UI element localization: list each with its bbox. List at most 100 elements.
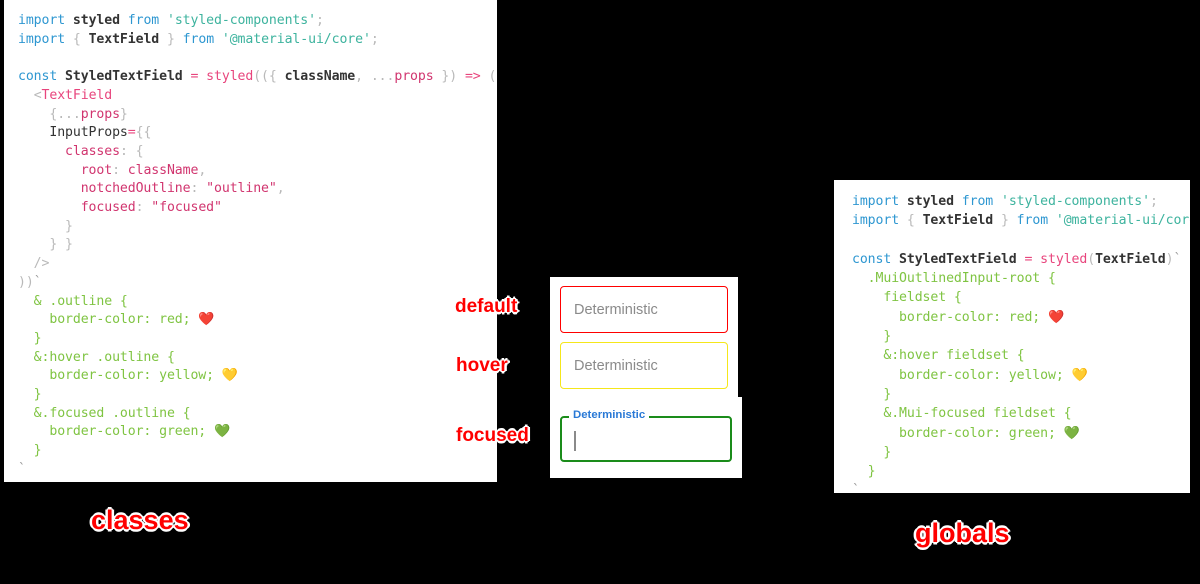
- textfield-default-text: Deterministic: [574, 301, 658, 318]
- code-line: border-color: red; ❤️: [852, 308, 1190, 327]
- code-token: "outline": [206, 181, 277, 197]
- code-token: TextField: [88, 31, 160, 47]
- code-token: }: [18, 330, 42, 346]
- code-token: =: [1024, 251, 1041, 267]
- code-line: }: [18, 330, 497, 349]
- code-line: <TextField: [18, 87, 497, 106]
- code-line: `: [18, 461, 497, 480]
- annotation-hover: hover: [456, 355, 508, 376]
- code-block-classes: import styled from 'styled-components';i…: [18, 12, 497, 482]
- code-token: border-color: green;: [852, 425, 1064, 441]
- code-token: fieldset {: [852, 290, 962, 306]
- code-token: )): [18, 274, 34, 290]
- code-token: import: [18, 13, 73, 28]
- code-token: }: [18, 443, 42, 459]
- code-line: import styled from 'styled-components';: [18, 12, 497, 31]
- code-token: `: [852, 483, 860, 493]
- demo-state-hover: Deterministic: [550, 339, 738, 397]
- code-token: styled: [206, 69, 254, 85]
- code-line: ;: [18, 480, 497, 482]
- textfield-hover[interactable]: Deterministic: [560, 342, 728, 389]
- code-line: border-color: yellow; 💛: [852, 366, 1190, 385]
- code-panel-classes: import styled from 'styled-components';i…: [4, 0, 497, 482]
- code-token: `: [18, 461, 26, 477]
- code-token: border-color: red;: [852, 309, 1048, 325]
- textfield-demo-panel: Deterministic Deterministic Deterministi…: [550, 277, 742, 478]
- code-token: .MuiOutlinedInput-root {: [852, 271, 1056, 287]
- code-token: <: [33, 87, 42, 103]
- code-token: InputProps: [49, 125, 128, 141]
- textfield-focused[interactable]: Deterministic: [560, 409, 732, 462]
- code-line: &.focused .outline {: [18, 405, 497, 424]
- code-token: &.Mui-focused fieldset {: [852, 406, 1072, 422]
- code-token: '@material-ui/core': [1055, 213, 1190, 229]
- code-token: border-color: red;: [18, 312, 199, 328]
- code-token: notchedOutline: [80, 181, 191, 197]
- code-token: />: [18, 256, 50, 272]
- code-token: [18, 144, 65, 159]
- code-token: {: [135, 143, 144, 159]
- code-token: }: [18, 387, 42, 403]
- textfield-hover-text: Deterministic: [574, 357, 658, 374]
- annotation-focused: focused: [456, 425, 529, 446]
- code-token: & .outline {: [18, 293, 128, 309]
- code-token: }: [852, 386, 892, 402]
- code-token: [18, 181, 81, 196]
- code-line: const StyledTextField = styled(TextField…: [852, 250, 1190, 269]
- code-line: }: [852, 327, 1190, 346]
- code-token: ;: [315, 13, 324, 28]
- code-token: const: [18, 69, 66, 85]
- code-token: 'styled-components': [1000, 194, 1150, 209]
- code-line: [852, 231, 1190, 250]
- code-block-globals: import styled from 'styled-components';i…: [852, 192, 1190, 493]
- code-token: ;: [370, 31, 379, 47]
- code-token: }: [852, 444, 892, 460]
- code-token: :: [190, 181, 207, 197]
- code-line: .MuiOutlinedInput-root {: [852, 269, 1190, 288]
- text-cursor-icon: [574, 431, 576, 451]
- code-token: styled: [1040, 251, 1088, 267]
- code-token: {{: [135, 125, 152, 141]
- code-token: 💛: [221, 368, 238, 384]
- code-panel-globals: import styled from 'styled-components';i…: [834, 180, 1190, 493]
- code-token: }: [18, 218, 73, 234]
- code-line: {...props}: [18, 106, 497, 125]
- textfield-default[interactable]: Deterministic: [560, 286, 728, 333]
- code-token: from: [182, 31, 222, 47]
- code-token: props: [394, 69, 434, 85]
- code-token: styled: [906, 194, 954, 209]
- code-line: &.Mui-focused fieldset {: [852, 404, 1190, 423]
- code-line: ))`: [18, 274, 497, 293]
- code-token: StyledTextField: [899, 251, 1025, 267]
- code-token: &:hover .outline {: [18, 349, 175, 365]
- code-token: `: [33, 274, 42, 290]
- code-line: InputProps={{: [18, 124, 497, 143]
- code-token: [18, 163, 81, 178]
- code-token: classes: [65, 143, 120, 159]
- code-token: :: [135, 200, 152, 216]
- code-token: ((: [253, 69, 269, 85]
- code-line: const StyledTextField = styled(({ classN…: [18, 68, 497, 87]
- code-token: ): [1165, 251, 1174, 267]
- code-token: {...: [49, 106, 81, 122]
- code-token: import: [18, 31, 73, 47]
- code-token: TextField: [41, 87, 113, 103]
- code-token: [18, 125, 49, 140]
- code-token: from: [119, 13, 167, 28]
- code-line: classes: {: [18, 143, 497, 162]
- code-token: ,: [355, 69, 371, 85]
- code-token: {: [906, 213, 923, 229]
- code-token: focused: [80, 200, 136, 216]
- code-line: import { TextField } from '@material-ui/…: [18, 31, 497, 50]
- code-line: import { TextField } from '@material-ui/…: [852, 211, 1190, 230]
- code-token: }: [159, 31, 183, 47]
- code-token: }): [433, 69, 465, 85]
- annotation-default: default: [455, 296, 518, 317]
- code-line: import styled from 'styled-components';: [852, 192, 1190, 211]
- code-token: }: [119, 106, 128, 122]
- code-token: [18, 200, 81, 215]
- code-token: ❤️: [198, 312, 215, 328]
- code-line: & .outline {: [18, 293, 497, 312]
- code-token: =: [127, 125, 136, 141]
- code-token: :: [119, 143, 136, 159]
